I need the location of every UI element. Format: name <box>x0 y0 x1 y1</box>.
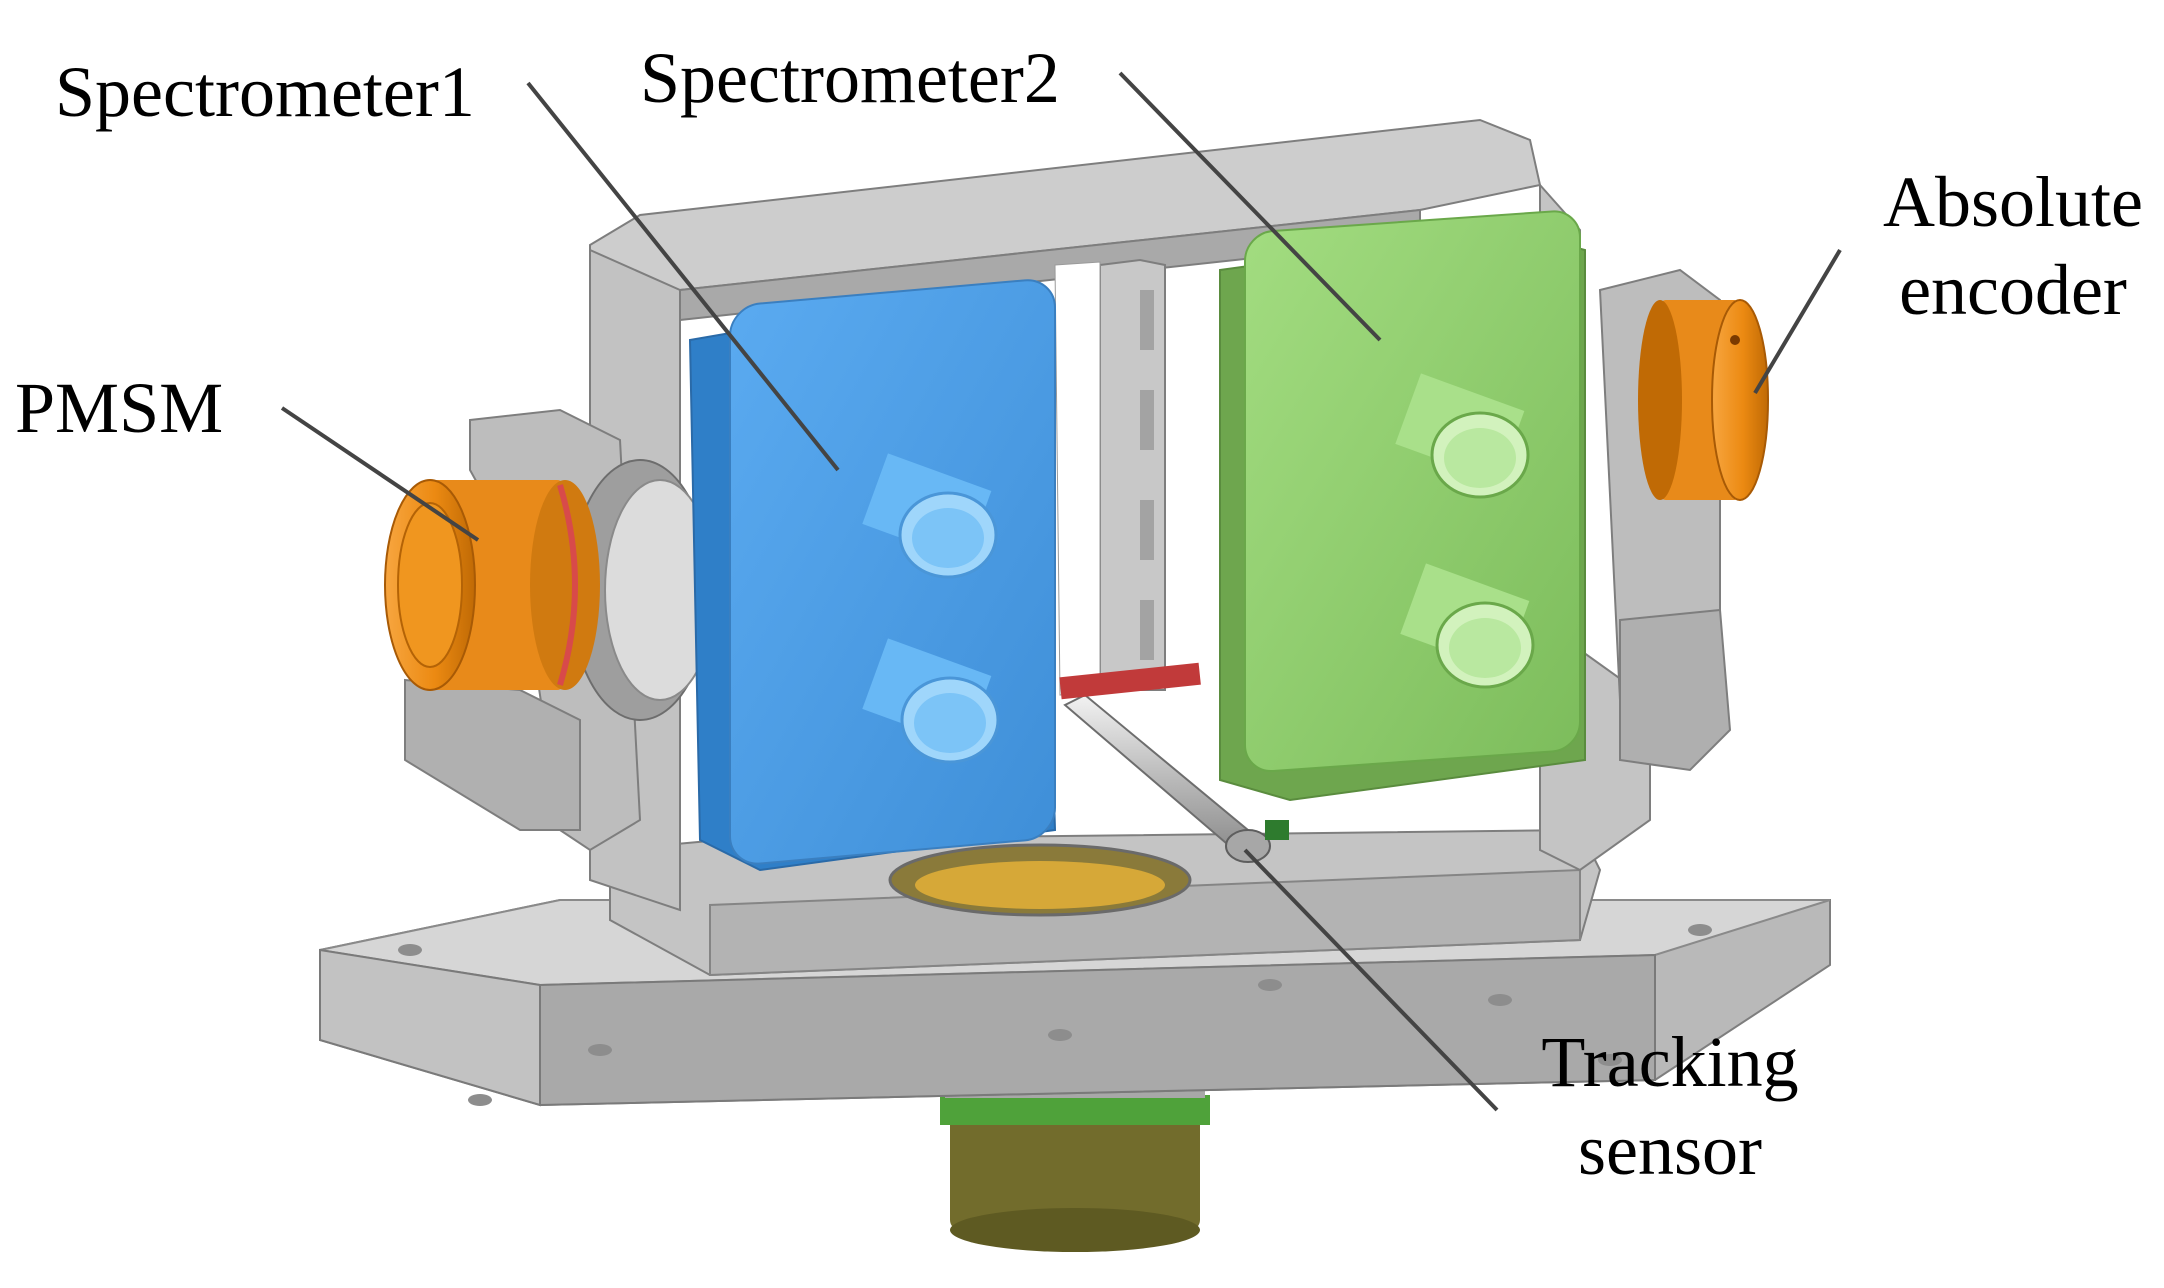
pmsm-motor <box>384 479 600 691</box>
bottom-motor <box>940 1080 1210 1252</box>
platform <box>609 828 1602 977</box>
label-tracking-sensor-line1: Tracking <box>1541 1022 1799 1102</box>
leader-spectrometer2 <box>1118 71 1382 342</box>
label-pmsm: PMSM <box>15 368 224 448</box>
label-absolute-encoder-line1: Absolute <box>1883 162 2143 242</box>
spectrometer1-port-lower <box>862 638 1000 764</box>
label-absolute-encoder: Absolute encoder <box>1868 158 2158 334</box>
leader-pmsm <box>280 406 480 542</box>
spectrometer1-port-upper <box>862 453 998 579</box>
label-spectrometer1: Spectrometer1 <box>55 52 475 132</box>
label-absolute-encoder-line2: encoder <box>1899 250 2127 330</box>
leader-absolute-encoder <box>1753 248 1842 395</box>
spectrometer2-port-lower <box>1400 563 1535 689</box>
leader-lines <box>280 71 1842 1112</box>
spectrometer2-port-upper <box>1395 373 1530 499</box>
frame-center-divider <box>1054 258 1166 696</box>
leader-tracking-sensor <box>1243 848 1499 1112</box>
absolute-encoder <box>1638 299 1769 501</box>
leader-spectrometer1 <box>526 81 840 472</box>
label-tracking-sensor-line2: sensor <box>1578 1110 1762 1190</box>
label-spectrometer2: Spectrometer2 <box>640 38 1060 118</box>
label-tracking-sensor: Tracking sensor <box>1520 1018 1820 1194</box>
spectrometer1-box <box>688 279 1057 872</box>
tracking-sensor <box>1059 662 1289 863</box>
spectrometer2-box <box>1219 210 1586 802</box>
